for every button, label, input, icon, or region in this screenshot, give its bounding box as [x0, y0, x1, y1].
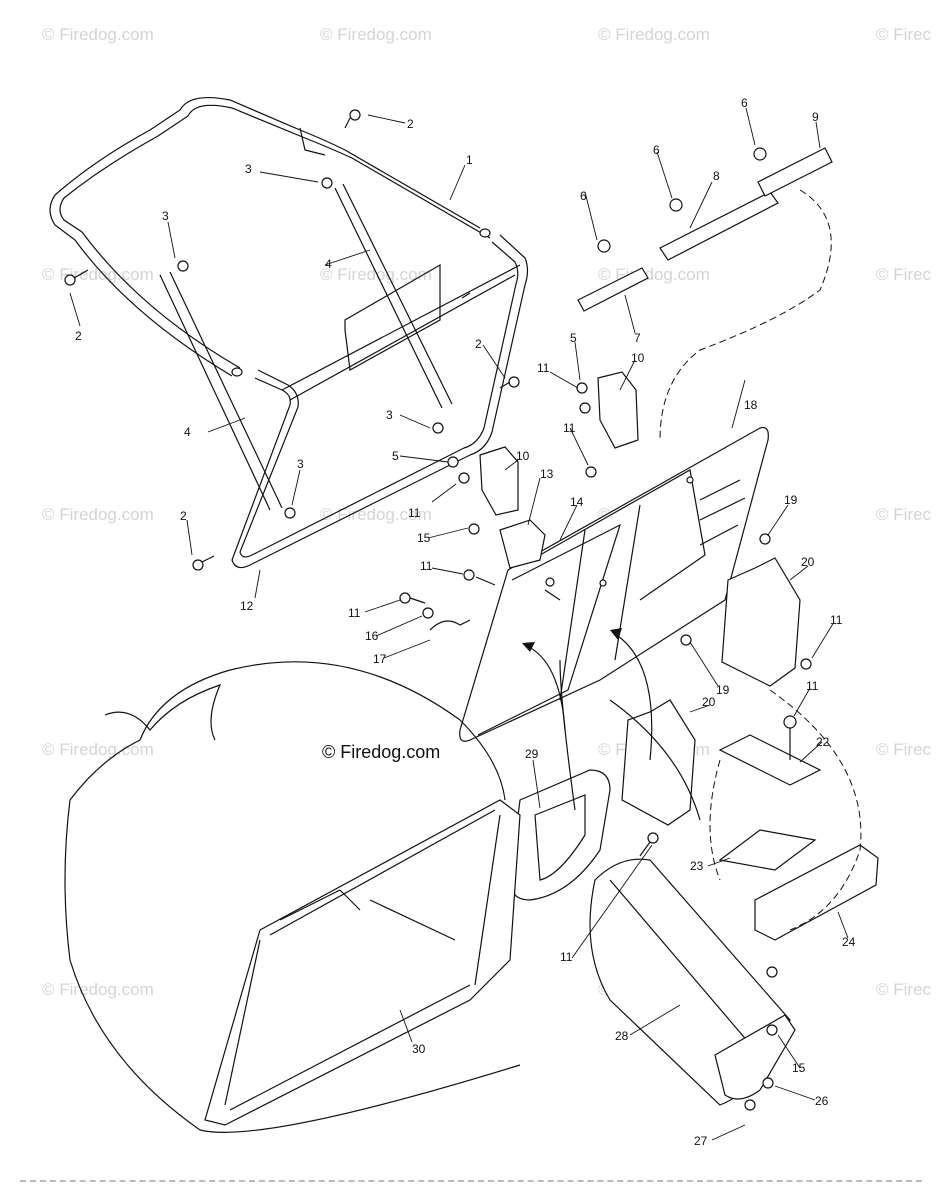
- watermark: © Firec: [876, 265, 932, 284]
- callout-part-15: 15: [417, 531, 431, 545]
- callout-part-2: 2: [407, 117, 414, 131]
- callout-part-24: 24: [842, 935, 856, 949]
- callout-part-3: 3: [297, 457, 304, 471]
- callout-part-18: 18: [744, 398, 758, 412]
- callout-part-7: 7: [634, 331, 641, 345]
- arrow-line: [611, 631, 653, 761]
- callout-part-6: 6: [741, 96, 748, 110]
- callout-part-11: 11: [537, 361, 550, 375]
- braces: [159, 183, 453, 511]
- callout-part-11: 11: [830, 613, 843, 627]
- chute-adapter-inner: [534, 794, 586, 881]
- watermark: © Firedog.com: [42, 980, 154, 999]
- callout-part-1: 1: [466, 153, 473, 167]
- callout-part-2: 2: [475, 337, 482, 351]
- wire-clip: [429, 619, 471, 631]
- watermark: © Firedog.com: [320, 505, 432, 524]
- callout-part-6: 6: [580, 189, 587, 203]
- callout-part-11: 11: [560, 950, 573, 964]
- side-plates: [621, 557, 801, 826]
- deflector-hardware: [709, 689, 879, 941]
- callout-part-5: 5: [392, 449, 399, 463]
- callout-part-11: 11: [420, 559, 433, 573]
- washer: [422, 607, 434, 619]
- nut: [463, 569, 475, 581]
- callout-part-12: 12: [240, 599, 254, 613]
- mount-brackets: [447, 371, 639, 516]
- callout-part-11: 11: [806, 679, 819, 693]
- callout-part-3: 3: [245, 162, 252, 176]
- page-bottom-border: [20, 1180, 922, 1182]
- extension-tubes: [577, 147, 833, 441]
- watermark: © Firedog.com: [42, 740, 154, 759]
- callout-part-11: 11: [563, 421, 576, 435]
- callout-part-17: 17: [373, 652, 387, 666]
- bolt: [475, 576, 496, 586]
- callout-part-4: 4: [325, 257, 332, 271]
- callout-part-20: 20: [702, 695, 716, 709]
- watermark: © Firec: [876, 740, 932, 759]
- callout-part-10: 10: [631, 351, 645, 365]
- callout-part-11: 11: [348, 606, 361, 620]
- callout-part-3: 3: [162, 209, 169, 223]
- watermark: © Firedog.com: [42, 25, 154, 44]
- callout-part-15: 15: [792, 1061, 806, 1075]
- part-13: [499, 519, 546, 569]
- nut: [468, 523, 480, 535]
- chute-mount-plate: [459, 426, 769, 742]
- callout-part-19: 19: [784, 493, 798, 507]
- callout-part-8: 8: [713, 169, 720, 183]
- callout-part-3: 3: [386, 408, 393, 422]
- callout-part-13: 13: [540, 467, 554, 481]
- callout-part-10: 10: [516, 449, 530, 463]
- arrow-head: [522, 642, 535, 652]
- watermark: © Firec: [876, 25, 932, 44]
- callout-part-29: 29: [525, 747, 539, 761]
- discharge-chute: [589, 858, 796, 1111]
- callout-part-4: 4: [184, 425, 191, 439]
- callout-part-14: 14: [570, 495, 584, 509]
- watermark: © Firedog.com: [42, 505, 154, 524]
- callout-part-9: 9: [812, 110, 819, 124]
- watermark: © Firedog.com: [320, 25, 432, 44]
- upper-handle-frame: [49, 97, 491, 377]
- leader-lines: [69, 107, 849, 1141]
- callout-part-22: 22: [816, 735, 830, 749]
- callout-part-6: 6: [653, 143, 660, 157]
- grass-bag: [64, 661, 521, 1133]
- callout-part-30: 30: [412, 1042, 426, 1056]
- callout-part-26: 26: [815, 1094, 829, 1108]
- callout-part-16: 16: [365, 629, 379, 643]
- watermark: © Firec: [876, 980, 932, 999]
- center-watermark: © Firedog.com: [322, 742, 440, 762]
- callout-part-20: 20: [801, 555, 815, 569]
- callout-part-2: 2: [75, 329, 82, 343]
- handle-hardware: [64, 109, 520, 571]
- watermark: © Firedog.com: [320, 265, 432, 284]
- callout-part-5: 5: [570, 331, 577, 345]
- callout-part-2: 2: [180, 509, 187, 523]
- bolt-head: [399, 592, 411, 604]
- callout-part-23: 23: [690, 859, 704, 873]
- callout-part-11: 11: [408, 506, 421, 520]
- callout-part-19: 19: [716, 683, 730, 697]
- callout-part-27: 27: [694, 1134, 708, 1148]
- callout-part-28: 28: [615, 1029, 629, 1043]
- lower-handle-frame: [231, 234, 529, 569]
- callouts: 1 2 2 2 2 3 3 3 3 4 4 5 5 6 6 6 7 8 9 10…: [75, 96, 856, 1148]
- arrow-head: [610, 628, 622, 640]
- watermark: © Firec: [876, 505, 932, 524]
- watermark: © Firedog.com: [598, 25, 710, 44]
